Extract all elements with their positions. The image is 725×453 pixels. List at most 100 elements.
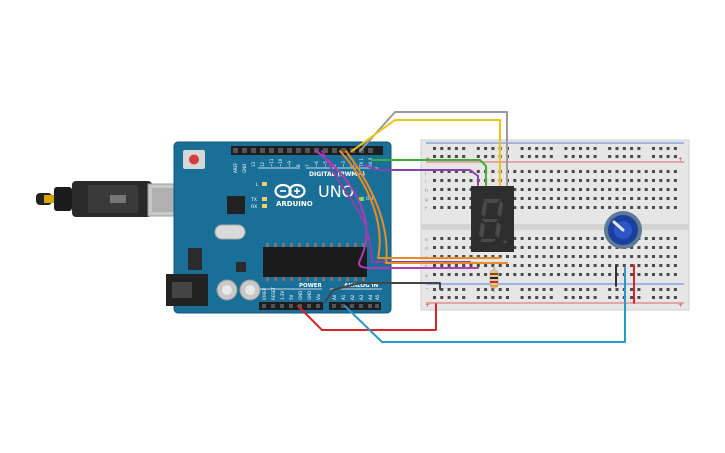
breadboard-holes[interactable] [433,147,677,299]
breadboard-hole[interactable] [462,288,466,291]
wire-pink-left[interactable] [315,150,479,270]
wire-purple-left[interactable] [321,150,471,263]
breadboard-hole[interactable] [476,296,480,299]
breadboard-hole[interactable] [659,288,663,291]
breadboard-hole[interactable] [637,155,641,158]
breadboard-hole[interactable] [600,197,604,200]
breadboard-hole[interactable] [440,255,444,258]
breadboard-hole[interactable] [527,237,531,240]
breadboard-hole[interactable] [637,255,641,258]
breadboard-hole[interactable] [542,296,546,299]
breadboard-hole[interactable] [622,197,626,200]
breadboard-hole[interactable] [673,206,677,209]
breadboard-hole[interactable] [644,179,648,182]
breadboard-hole[interactable] [673,170,677,173]
breadboard-hole[interactable] [571,237,575,240]
breadboard-hole[interactable] [593,255,597,258]
breadboard-hole[interactable] [549,206,553,209]
breadboard-hole[interactable] [637,147,641,150]
breadboard-hole[interactable] [615,155,619,158]
breadboard-hole[interactable] [564,273,568,276]
breadboard-hole[interactable] [433,255,436,258]
breadboard-hole[interactable] [527,147,531,150]
breadboard-hole[interactable] [652,188,655,191]
breadboard-hole[interactable] [593,246,597,249]
breadboard-hole[interactable] [454,273,458,276]
breadboard-hole[interactable] [454,288,458,291]
breadboard-hole[interactable] [571,197,575,200]
breadboard-hole[interactable] [666,147,670,150]
breadboard-hole[interactable] [571,264,575,267]
breadboard-hole[interactable] [659,296,663,299]
breadboard-hole[interactable] [593,179,597,182]
breadboard-hole[interactable] [549,246,553,249]
breadboard-hole[interactable] [571,170,575,173]
breadboard-hole[interactable] [564,197,568,200]
breadboard-hole[interactable] [491,170,495,173]
breadboard-hole[interactable] [644,206,648,209]
breadboard-hole[interactable] [535,179,539,182]
breadboard-hole[interactable] [673,273,677,276]
breadboard-hole[interactable] [447,206,451,209]
breadboard-hole[interactable] [549,288,553,291]
arduino-uno[interactable]: AREF GND 13 12 ~11 ~10 ~9 8 7 ~6 ~5 4 ~3… [166,141,392,314]
breadboard-hole[interactable] [557,273,561,276]
breadboard-hole[interactable] [498,288,502,291]
wires[interactable] [297,111,635,343]
breadboard-hole[interactable] [447,264,451,267]
breadboard-hole[interactable] [527,288,531,291]
breadboard-hole[interactable] [593,155,597,158]
breadboard-hole[interactable] [600,206,604,209]
breadboard-hole[interactable] [579,273,582,276]
breadboard-hole[interactable] [571,155,575,158]
breadboard-hole[interactable] [433,296,436,299]
breadboard-hole[interactable] [615,197,619,200]
breadboard-hole[interactable] [527,197,531,200]
breadboard-hole[interactable] [673,147,677,150]
breadboard-hole[interactable] [462,264,466,267]
breadboard-hole[interactable] [549,179,553,182]
breadboard-hole[interactable] [440,237,444,240]
breadboard-hole[interactable] [637,296,641,299]
breadboard-hole[interactable] [579,197,582,200]
breadboard-hole[interactable] [535,206,539,209]
breadboard-hole[interactable] [484,264,488,267]
breadboard-hole[interactable] [520,237,524,240]
breadboard-hole[interactable] [447,155,451,158]
breadboard-hole[interactable] [447,170,451,173]
wire-orange-1[interactable] [339,150,501,259]
breadboard-hole[interactable] [462,147,466,150]
breadboard-hole[interactable] [433,273,436,276]
breadboard-hole[interactable] [579,188,582,191]
breadboard-hole[interactable] [586,206,590,209]
breadboard-hole[interactable] [586,255,590,258]
breadboard-hole[interactable] [666,188,670,191]
breadboard-hole[interactable] [666,155,670,158]
breadboard-hole[interactable] [666,255,670,258]
breadboard-hole[interactable] [447,255,451,258]
breadboard-hole[interactable] [622,147,626,150]
breadboard-hole[interactable] [608,179,612,182]
breadboard-hole[interactable] [564,288,568,291]
breadboard-hole[interactable] [476,155,480,158]
breadboard-hole[interactable] [535,197,539,200]
breadboard-hole[interactable] [666,296,670,299]
breadboard-hole[interactable] [586,155,590,158]
breadboard-hole[interactable] [571,206,575,209]
breadboard-hole[interactable] [549,147,553,150]
breadboard-hole[interactable] [557,179,561,182]
breadboard-hole[interactable] [476,264,480,267]
breadboard-hole[interactable] [454,264,458,267]
breadboard-hole[interactable] [527,179,531,182]
seven-segment-display[interactable] [471,186,514,252]
breadboard-hole[interactable] [520,296,524,299]
breadboard-hole[interactable] [535,188,539,191]
breadboard-hole[interactable] [644,188,648,191]
breadboard-hole[interactable] [608,273,612,276]
breadboard-hole[interactable] [630,188,634,191]
breadboard-hole[interactable] [593,264,597,267]
breadboard-hole[interactable] [586,179,590,182]
breadboard-hole[interactable] [440,264,444,267]
breadboard-hole[interactable] [440,206,444,209]
breadboard-hole[interactable] [440,288,444,291]
